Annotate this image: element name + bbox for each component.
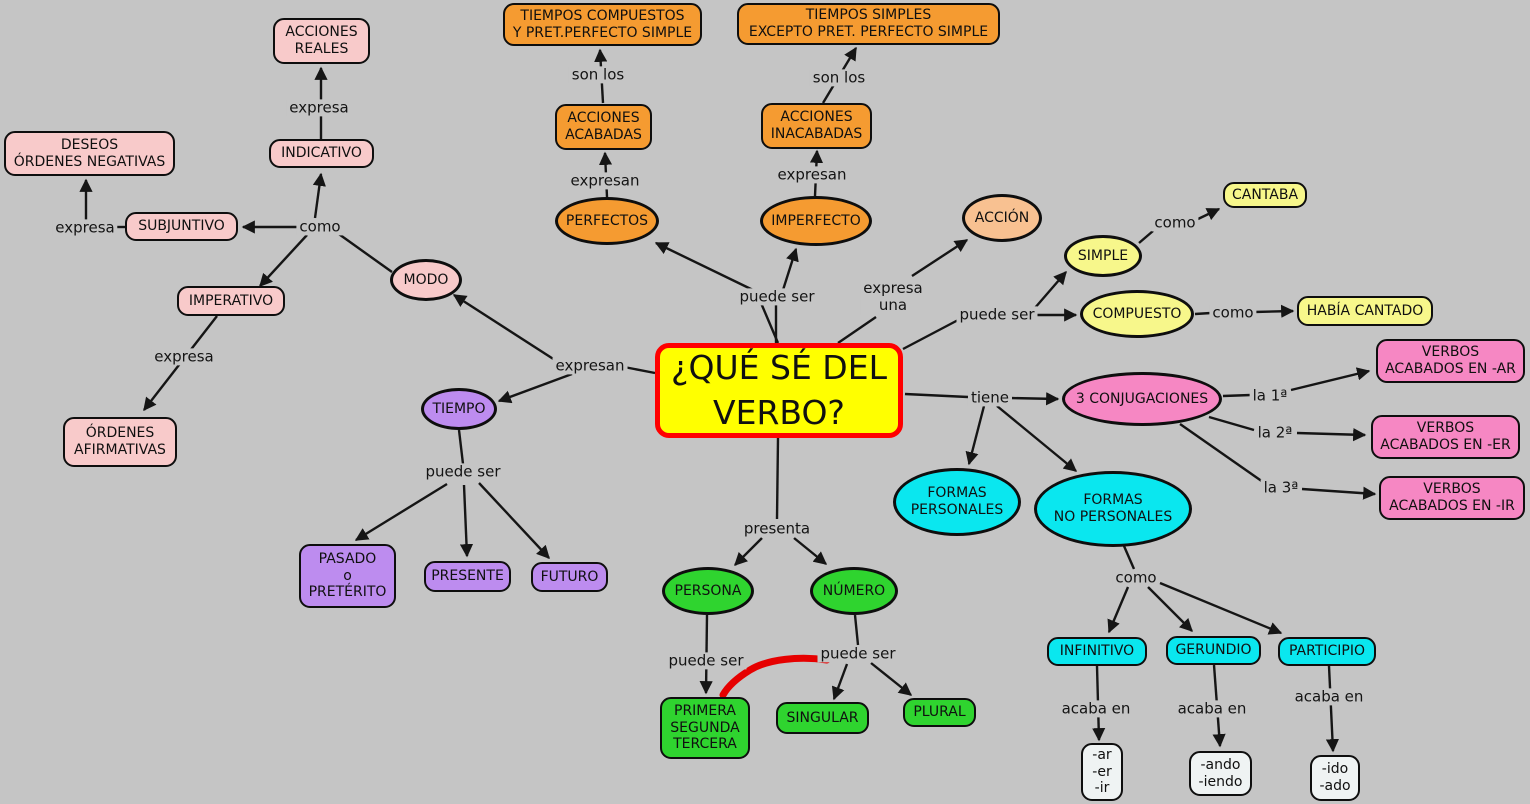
edge-label-como-compuesto[interactable]: como <box>1209 304 1257 322</box>
node-tiempo[interactable]: TIEMPO <box>421 388 497 430</box>
edge-label-como-modo[interactable]: como <box>296 218 344 236</box>
edge-label-acaba-en-infinitivo[interactable]: acaba en <box>1058 700 1134 718</box>
node-presente[interactable]: PRESENTE <box>424 561 511 592</box>
edge-label-expresan-center[interactable]: expresan <box>552 357 628 375</box>
edge-label-expresa-una[interactable]: expresa una <box>860 279 926 315</box>
edge-label-puede-ser-right[interactable]: puede ser <box>956 306 1038 324</box>
edge-label-como-simple[interactable]: como <box>1151 214 1199 232</box>
edge-label-son-los-inacabadas[interactable]: son los <box>809 69 869 87</box>
node-plural[interactable]: PLURAL <box>903 698 976 727</box>
node-simple[interactable]: SIMPLE <box>1064 235 1142 277</box>
node-cantaba[interactable]: CANTABA <box>1223 182 1307 208</box>
node-ido-ado[interactable]: -ido -ado <box>1310 755 1360 801</box>
node-ordenes-afirmativas[interactable]: ÓRDENES AFIRMATIVAS <box>63 417 177 467</box>
node-tiempos-simples[interactable]: TIEMPOS SIMPLES EXCEPTO PRET. PERFECTO S… <box>737 3 1000 45</box>
edge-label-expresan-perfectos[interactable]: expresan <box>567 172 643 190</box>
edge-label-puede-ser-tiempo[interactable]: puede ser <box>422 463 504 481</box>
node-perfectos[interactable]: PERFECTOS <box>555 197 659 245</box>
node-habia-cantado[interactable]: HABÍA CANTADO <box>1297 296 1433 326</box>
edge-label-tiene[interactable]: tiene <box>967 389 1013 407</box>
node-formas-personales[interactable]: FORMAS PERSONALES <box>893 468 1021 536</box>
node-ando-iendo[interactable]: -ando -iendo <box>1189 751 1252 796</box>
node-subjuntivo[interactable]: SUBJUNTIVO <box>125 212 238 241</box>
node-formas-no-personales[interactable]: FORMAS NO PERSONALES <box>1034 471 1192 547</box>
edge-label-expresa-imperativo[interactable]: expresa <box>151 348 217 366</box>
node-persona[interactable]: PERSONA <box>662 567 754 615</box>
edge-label-la-3a[interactable]: la 3ª <box>1260 479 1302 497</box>
node-pasado-o-preterito[interactable]: PASADO o PRETÉRITO <box>299 544 396 608</box>
node-futuro[interactable]: FUTURO <box>531 562 608 592</box>
node-verbos-ar[interactable]: VERBOS ACABADOS EN -AR <box>1376 339 1525 383</box>
edge-label-la-2a[interactable]: la 2ª <box>1254 424 1296 442</box>
node-verbos-ir[interactable]: VERBOS ACABADOS EN -IR <box>1379 476 1525 520</box>
node-participio[interactable]: PARTICIPIO <box>1278 637 1376 666</box>
red-freehand-stroke <box>719 654 831 699</box>
edge-label-puede-ser-numero[interactable]: puede ser <box>817 645 899 663</box>
node-singular[interactable]: SINGULAR <box>776 702 869 734</box>
node-primera-segunda-tercera[interactable]: PRIMERA SEGUNDA TERCERA <box>660 697 750 759</box>
node-acciones-acabadas[interactable]: ACCIONES ACABADAS <box>555 104 652 150</box>
node-imperativo[interactable]: IMPERATIVO <box>177 286 285 316</box>
edge-label-expresan-imperfecto[interactable]: expresan <box>774 166 850 184</box>
node-ar-er-ir[interactable]: -ar -er -ir <box>1081 743 1123 801</box>
edge-label-como-no-personales[interactable]: como <box>1112 569 1160 587</box>
edge-label-presenta[interactable]: presenta <box>740 520 814 538</box>
node-infinitivo[interactable]: INFINITIVO <box>1047 637 1147 666</box>
edge-label-puede-ser-top[interactable]: puede ser <box>736 288 818 306</box>
node-acciones-reales[interactable]: ACCIONES REALES <box>273 18 370 64</box>
edge-label-son-los-acabadas[interactable]: son los <box>568 66 628 84</box>
node-que-se-del-verbo[interactable]: ¿QUÉ SÉ DEL VERBO? <box>655 343 903 438</box>
node-imperfecto[interactable]: IMPERFECTO <box>760 196 872 246</box>
node-deseos-ordenes-negativas[interactable]: DESEOS ÓRDENES NEGATIVAS <box>4 131 175 176</box>
edge-label-expresa-subjuntivo[interactable]: expresa <box>52 219 118 237</box>
edge-label-acaba-en-participio[interactable]: acaba en <box>1291 688 1367 706</box>
edge-label-acaba-en-gerundio[interactable]: acaba en <box>1174 700 1250 718</box>
node-tiempos-compuestos[interactable]: TIEMPOS COMPUESTOS Y PRET.PERFECTO SIMPL… <box>503 3 702 46</box>
edge-label-expresa-indicativo[interactable]: expresa <box>286 99 352 117</box>
node-numero[interactable]: NÚMERO <box>810 567 898 615</box>
node-indicativo[interactable]: INDICATIVO <box>269 139 374 168</box>
node-compuesto[interactable]: COMPUESTO <box>1080 290 1194 338</box>
edge-label-puede-ser-persona[interactable]: puede ser <box>665 652 747 670</box>
node-gerundio[interactable]: GERUNDIO <box>1166 636 1261 665</box>
node-acciones-inacabadas[interactable]: ACCIONES INACABADAS <box>761 103 872 149</box>
node-modo[interactable]: MODO <box>390 259 462 301</box>
node-accion[interactable]: ACCIÓN <box>962 194 1042 242</box>
node-verbos-er[interactable]: VERBOS ACABADOS EN -ER <box>1371 415 1520 459</box>
edge-label-la-1a[interactable]: la 1ª <box>1249 387 1291 405</box>
node-tres-conjugaciones[interactable]: 3 CONJUGACIONES <box>1062 372 1222 426</box>
